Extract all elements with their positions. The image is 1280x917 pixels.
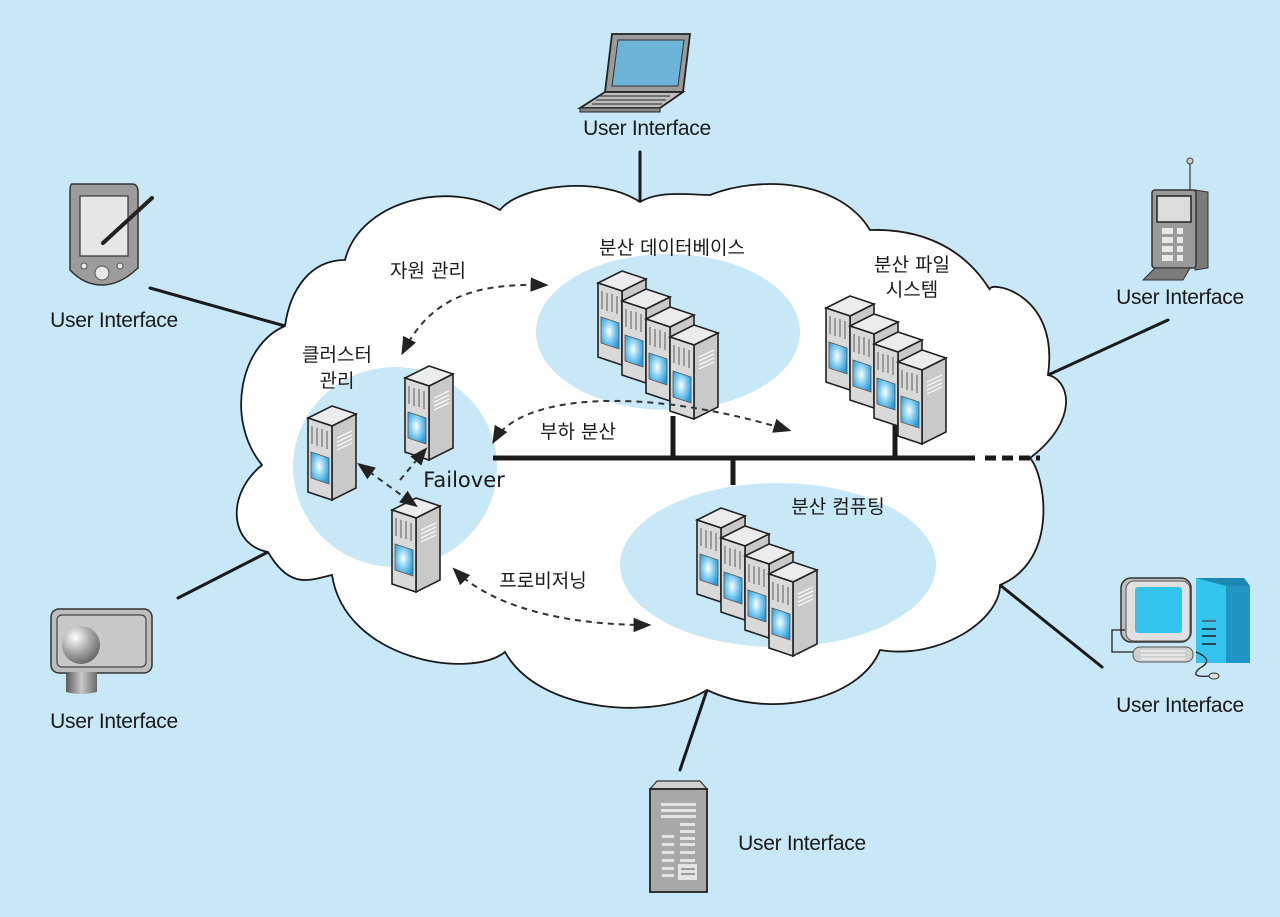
load-balancing-arrow	[492, 399, 792, 445]
client-laptop-label: User Interface	[583, 117, 711, 140]
laptop-icon	[576, 33, 692, 113]
desktop-computer-icon	[1111, 577, 1250, 680]
fs-server-icon	[897, 349, 947, 445]
client-laptop: User Interface	[576, 33, 711, 140]
failover-label: Failover	[423, 468, 505, 492]
db-server-icon	[669, 324, 719, 420]
client-mobile-phone-label: User Interface	[1116, 286, 1244, 309]
cluster-server-icon	[307, 405, 357, 501]
client-connector-lines	[148, 150, 1170, 772]
client-pda-label: User Interface	[50, 309, 178, 332]
resource-management-label: 자원 관리	[390, 260, 466, 282]
distributed-computing-label: 분산 컴퓨팅	[791, 496, 884, 518]
client-desktop: User Interface	[1111, 577, 1250, 717]
cluster-management-label-line2: 관리	[320, 370, 355, 392]
cluster-server-icon	[391, 497, 441, 593]
relation-arrows	[357, 277, 792, 633]
pda-icon	[69, 183, 154, 286]
distributed-database-label: 분산 데이터베이스	[599, 237, 745, 259]
client-desktop-label: User Interface	[1116, 694, 1244, 717]
mobile-phone-icon	[1141, 157, 1209, 281]
compute-server-icon	[768, 561, 818, 657]
client-mobile-phone: User Interface	[1116, 157, 1244, 309]
failover-arrow	[357, 462, 418, 508]
connector-kiosk	[176, 550, 270, 600]
client-kiosk: User Interface	[50, 608, 178, 733]
cluster-server-icon	[404, 365, 454, 461]
client-server-tower-label: User Interface	[738, 832, 866, 855]
client-server-tower: User Interface	[648, 780, 866, 893]
client-pda: User Interface	[50, 183, 178, 332]
connector-server-tower	[678, 688, 709, 772]
server-tower-icon	[648, 780, 709, 893]
distributed-file-system-label-line1: 분산 파일	[874, 254, 950, 276]
provisioning-label: 프로비저닝	[499, 570, 586, 592]
distributed-file-system-label-line2: 시스템	[886, 279, 938, 301]
client-kiosk-label: User Interface	[50, 710, 178, 733]
load-balancing-label: 부하 분산	[540, 421, 616, 443]
connector-pda	[148, 286, 287, 328]
cluster-management-label-line1: 클러스터	[302, 344, 372, 366]
connector-mobile-phone	[1046, 318, 1170, 377]
connector-desktop	[998, 583, 1104, 669]
kiosk-icon	[50, 608, 153, 694]
